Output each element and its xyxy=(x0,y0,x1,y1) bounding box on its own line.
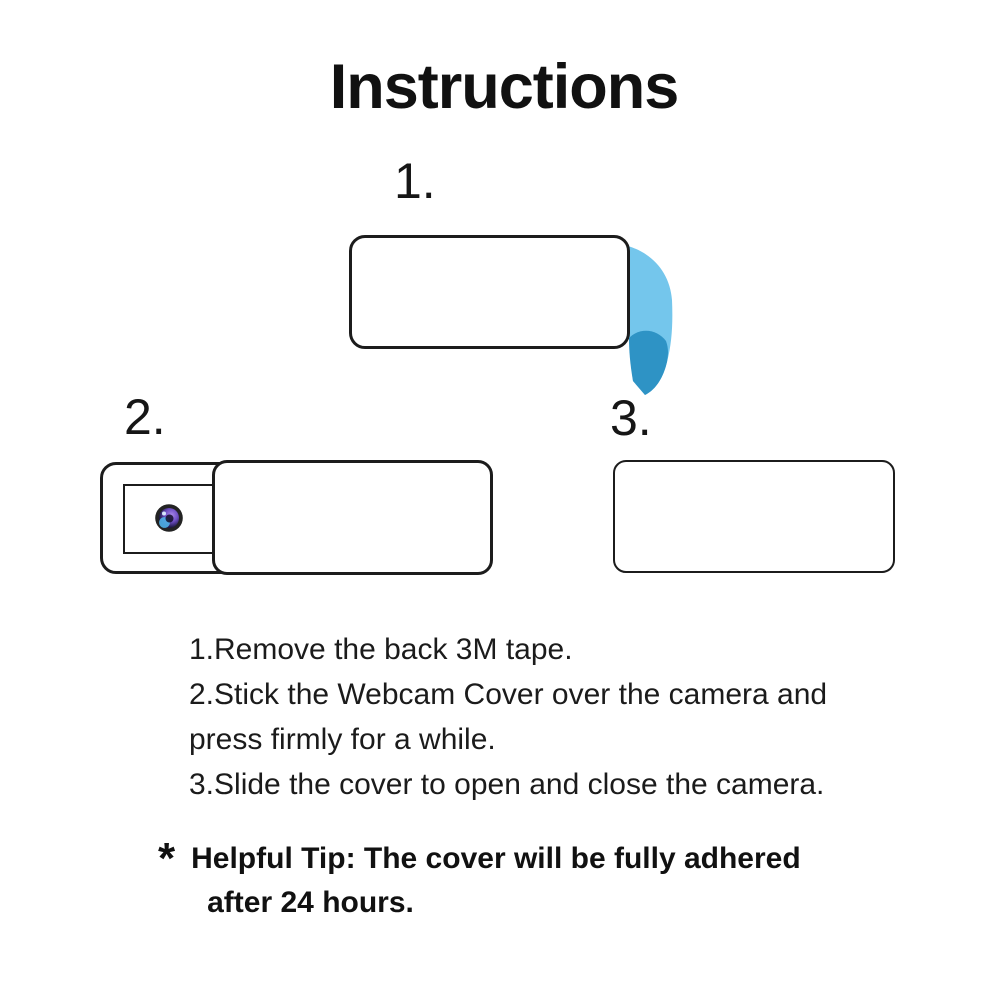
step-3-closed-cover-rect xyxy=(613,460,895,573)
helpful-tip-line-2: after 24 hours. xyxy=(207,886,414,919)
instruction-line-1: 1.Remove the back 3M tape. xyxy=(189,633,573,666)
instruction-line-2: 2.Stick the Webcam Cover over the camera… xyxy=(189,678,828,711)
step-2-sliding-cover xyxy=(212,460,493,575)
instruction-text: 1.Remove the back 3M tape. 2.Stick the W… xyxy=(189,627,827,807)
step-1-number: 1. xyxy=(394,153,436,209)
step-3-number: 3. xyxy=(610,390,652,446)
instruction-line-2-wrap: press firmly for a while. xyxy=(189,723,496,756)
instruction-line-3: 3.Slide the cover to open and close the … xyxy=(189,768,825,801)
asterisk-marker: * xyxy=(158,834,176,883)
tape-peel-icon xyxy=(628,246,673,395)
helpful-tip-line-1: Helpful Tip: The cover will be fully adh… xyxy=(191,842,801,875)
lens-pupil xyxy=(165,514,174,523)
tape-underside xyxy=(629,330,668,395)
camera-lens-icon xyxy=(155,504,183,532)
step-1-sticker-rect xyxy=(349,235,630,349)
helpful-tip-text: Helpful Tip: The cover will be fully adh… xyxy=(191,837,801,925)
helpful-tip: * Helpful Tip: The cover will be fully a… xyxy=(158,837,801,925)
step-2-number: 2. xyxy=(124,389,166,445)
lens-glint xyxy=(162,511,166,516)
page-title: Instructions xyxy=(329,52,680,122)
